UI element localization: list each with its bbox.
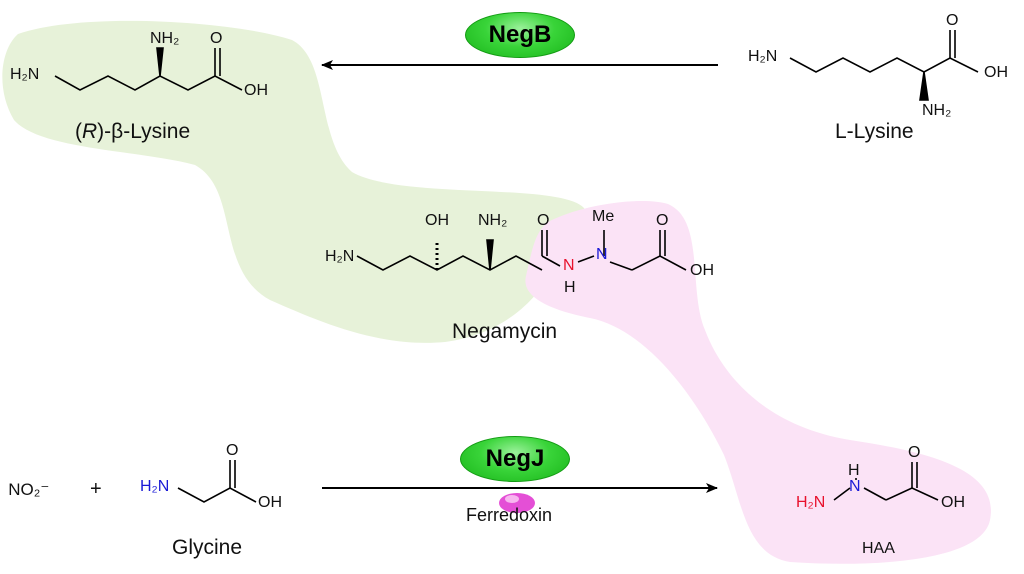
pink-region-blob: [525, 201, 991, 564]
negamycin-name: Negamycin: [452, 320, 558, 343]
beta-lysine-nh2-label: NH₂: [150, 30, 180, 47]
l-lysine-nh2-label: NH₂: [922, 102, 952, 119]
glycine-h2n-label: H₂N: [140, 478, 170, 495]
haa-h2n-label: H₂N: [796, 494, 826, 511]
negamycin-hydrazide-nh-label: N: [563, 257, 575, 274]
negj-enzyme-badge: NegJ: [460, 436, 570, 482]
beta-lysine-name: (R)-β-Lysine: [75, 120, 191, 143]
l-lysine-structure: [789, 30, 979, 101]
negamycin-nh2-label: NH₂: [478, 212, 508, 229]
glycine-structure: [177, 460, 257, 503]
glycine-name: Glycine: [172, 536, 243, 559]
negamycin-oh-acid-label: OH: [690, 262, 714, 279]
l-lysine-h2n-label: H₂N: [748, 48, 778, 65]
beta-lysine-h2n-label: H₂N: [10, 66, 40, 83]
negamycin-methyl-n-label: N: [596, 246, 608, 263]
ferredoxin-label: Ferredoxin: [466, 505, 553, 525]
negb-enzyme-badge: NegB: [465, 12, 575, 58]
haa-name: HAA: [862, 540, 895, 557]
plus-sign: +: [90, 478, 102, 500]
negamycin-acid-o-label: O: [656, 212, 669, 229]
glycine-o-label: O: [226, 442, 239, 459]
beta-lysine-o-label: O: [210, 30, 223, 47]
ferredoxin-highlight: [505, 495, 519, 503]
nitrite-label: NNO₂⁻: [8, 480, 50, 499]
negamycin-amide-o-label: O: [537, 212, 550, 229]
negamycin-oh-label: OH: [425, 212, 449, 229]
negamycin-structure: [356, 230, 687, 271]
green-region-blob: [2, 20, 587, 343]
negamycin-me-label: Me: [592, 208, 615, 225]
haa-n-label: N: [849, 478, 861, 495]
glycine-oh-label: OH: [258, 494, 282, 511]
haa-o-label: O: [908, 444, 921, 461]
haa-nh-h-label: H: [848, 462, 860, 479]
l-lysine-oh-label: OH: [984, 64, 1008, 81]
beta-lysine-oh-label: OH: [244, 82, 268, 99]
beta-lysine-structure: [54, 47, 243, 91]
negamycin-h2n-label: H₂N: [325, 248, 355, 265]
l-lysine-o-label: O: [946, 12, 959, 29]
haa-structure: [833, 462, 939, 501]
l-lysine-name: L-Lysine: [835, 120, 914, 143]
haa-oh-label: OH: [941, 494, 965, 511]
negamycin-hydrazide-h-label: H: [564, 279, 576, 296]
